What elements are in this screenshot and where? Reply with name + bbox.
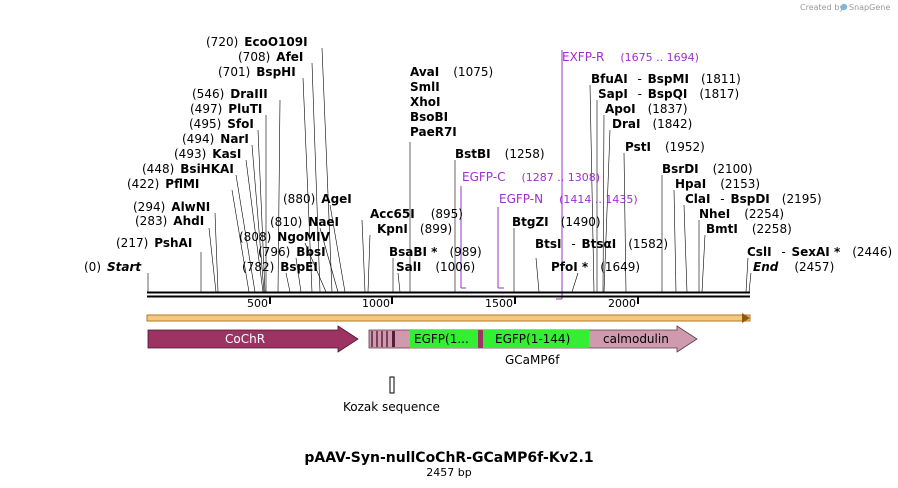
site-label-bsphi[interactable]: (701)BspHI [218, 65, 296, 79]
site-label-bmti[interactable]: BmtI(2258) [706, 222, 792, 236]
site-label-sfoi[interactable]: (495)SfoI [189, 117, 254, 131]
site-label-smli[interactable]: SmlI [410, 80, 440, 94]
gcamp6f-linker-stripes [371, 331, 395, 347]
kozak-feature[interactable] [389, 376, 395, 394]
site-label-bstbi[interactable]: BstBI(1258) [455, 147, 545, 161]
egfp-junction [478, 330, 483, 348]
orf-bar [146, 314, 751, 322]
site-label-sali[interactable]: SalI(1006) [396, 260, 475, 274]
map-length: 2457 bp [426, 466, 471, 479]
egfp-n-part-label: EGFP(1-144) [495, 332, 570, 346]
site-label-start[interactable]: (0)Start [84, 260, 142, 274]
site-label-drai[interactable]: DraI(1842) [612, 117, 692, 131]
ruler-tick-1000 [391, 297, 393, 304]
kozak-label: Kozak sequence [343, 400, 440, 414]
site-label-end[interactable]: End(2457) [753, 260, 834, 274]
egfp-c-part-segment[interactable] [410, 330, 478, 348]
site-label-pflmi[interactable]: (422)PflMI [127, 177, 199, 191]
snapgene-logo-icon [840, 3, 848, 11]
site-label-agei[interactable]: (880)AgeI [283, 192, 352, 206]
site-label-psti[interactable]: PstI(1952) [625, 140, 705, 154]
site-label-ngomiv[interactable]: (808)NgoMIV [239, 230, 331, 244]
site-label-nari[interactable]: (494)NarI [182, 132, 249, 146]
ruler-label-1000: 1000 [362, 297, 390, 310]
site-label-bsabi[interactable]: BsaBI *(989) [389, 245, 482, 259]
site-label-btgzi[interactable]: BtgZI(1490) [512, 215, 601, 229]
ruler-tick-2000 [637, 297, 639, 304]
primer-label-egfp-n[interactable]: EGFP-N(1414 .. 1435) [499, 192, 638, 206]
site-label-apoi[interactable]: ApoI(1837) [605, 102, 688, 116]
ruler-tick-1500 [514, 297, 516, 304]
site-label-sapi[interactable]: SapI - BspQI(1817) [598, 87, 739, 101]
ruler-label-500: 500 [247, 297, 268, 310]
site-labels: (0)Start (217)PshAI (283)AhdI (294)AlwNI… [84, 35, 892, 274]
gcamp6f-label: GCaMP6f [505, 353, 560, 367]
primer-label-egfp-c[interactable]: EGFP-C(1287 .. 1308) [462, 170, 600, 184]
site-label-pshai[interactable]: (217)PshAI [116, 236, 192, 250]
cochr-feature[interactable] [147, 325, 359, 353]
credit-text: Created by [800, 3, 844, 12]
site-label-avai[interactable]: AvaI(1075) [410, 65, 493, 79]
calmodulin-label: calmodulin [603, 332, 669, 346]
site-label-afei[interactable]: (708)AfeI [238, 50, 303, 64]
site-label-bsobi[interactable]: BsoBI [410, 110, 448, 124]
orf-arrowhead-icon [742, 313, 750, 323]
primer-markers [460, 50, 563, 300]
ruler-label-1500: 1500 [485, 297, 513, 310]
ruler-label-2000: 2000 [608, 297, 636, 310]
ruler: 500 1000 1500 2000 [247, 297, 639, 310]
egfp-c-part-label: EGFP(1... [414, 332, 469, 346]
site-label-naei[interactable]: (810)NaeI [270, 215, 339, 229]
site-label-csli[interactable]: CslI - SexAI *(2446) [747, 245, 892, 259]
site-label-draiii[interactable]: (546)DraIII [192, 87, 268, 101]
primer-label-exfp-r[interactable]: EXFP-R(1675 .. 1694) [562, 50, 699, 64]
site-label-acc65i[interactable]: Acc65I(895) [370, 207, 463, 221]
site-label-btsi[interactable]: BtsI - BtsαI(1582) [535, 237, 668, 251]
map-title: pAAV-Syn-nullCoChR-GCaMP6f-Kv2.1 [304, 450, 593, 466]
backbone-top-strand [147, 291, 750, 294]
site-leader-lines [147, 47, 752, 293]
site-label-kpni[interactable]: KpnI(899) [377, 222, 452, 236]
site-label-clai[interactable]: ClaI - BspDI(2195) [685, 192, 822, 206]
site-label-bsihkai[interactable]: (448)BsiHKAI [142, 162, 234, 176]
site-label-ecoo109i[interactable]: (720)EcoO109I [206, 35, 308, 49]
site-label-bspei[interactable]: (782)BspEI [242, 260, 318, 274]
site-label-nhei[interactable]: NheI(2254) [699, 207, 784, 221]
site-label-paer7i[interactable]: PaeR7I [410, 125, 457, 139]
site-label-pfoi[interactable]: PfoI *(1649) [551, 260, 640, 274]
site-label-alwni[interactable]: (294)AlwNI [133, 200, 210, 214]
site-label-kasi[interactable]: (493)KasI [174, 147, 241, 161]
ruler-tick-500 [269, 297, 271, 304]
site-label-hpai[interactable]: HpaI(2153) [675, 177, 760, 191]
site-label-ahdi[interactable]: (283)AhdI [135, 214, 204, 228]
egfp-n-part-segment[interactable] [483, 330, 589, 348]
backbone-bottom-strand [147, 295, 750, 298]
primer-labels: EXFP-R(1675 .. 1694) EGFP-C(1287 .. 1308… [462, 50, 699, 206]
site-label-bsrdi[interactable]: BsrDI(2100) [662, 162, 753, 176]
cochr-label: CoChR [225, 332, 265, 346]
site-label-bfuai[interactable]: BfuAI - BspMI(1811) [591, 72, 741, 86]
site-label-xhoi[interactable]: XhoI [410, 95, 441, 109]
site-label-bbsi[interactable]: (796)BbsI [258, 245, 326, 259]
site-label-pluti[interactable]: (497)PluTI [190, 102, 262, 116]
credit-brand: SnapGene [849, 3, 890, 12]
